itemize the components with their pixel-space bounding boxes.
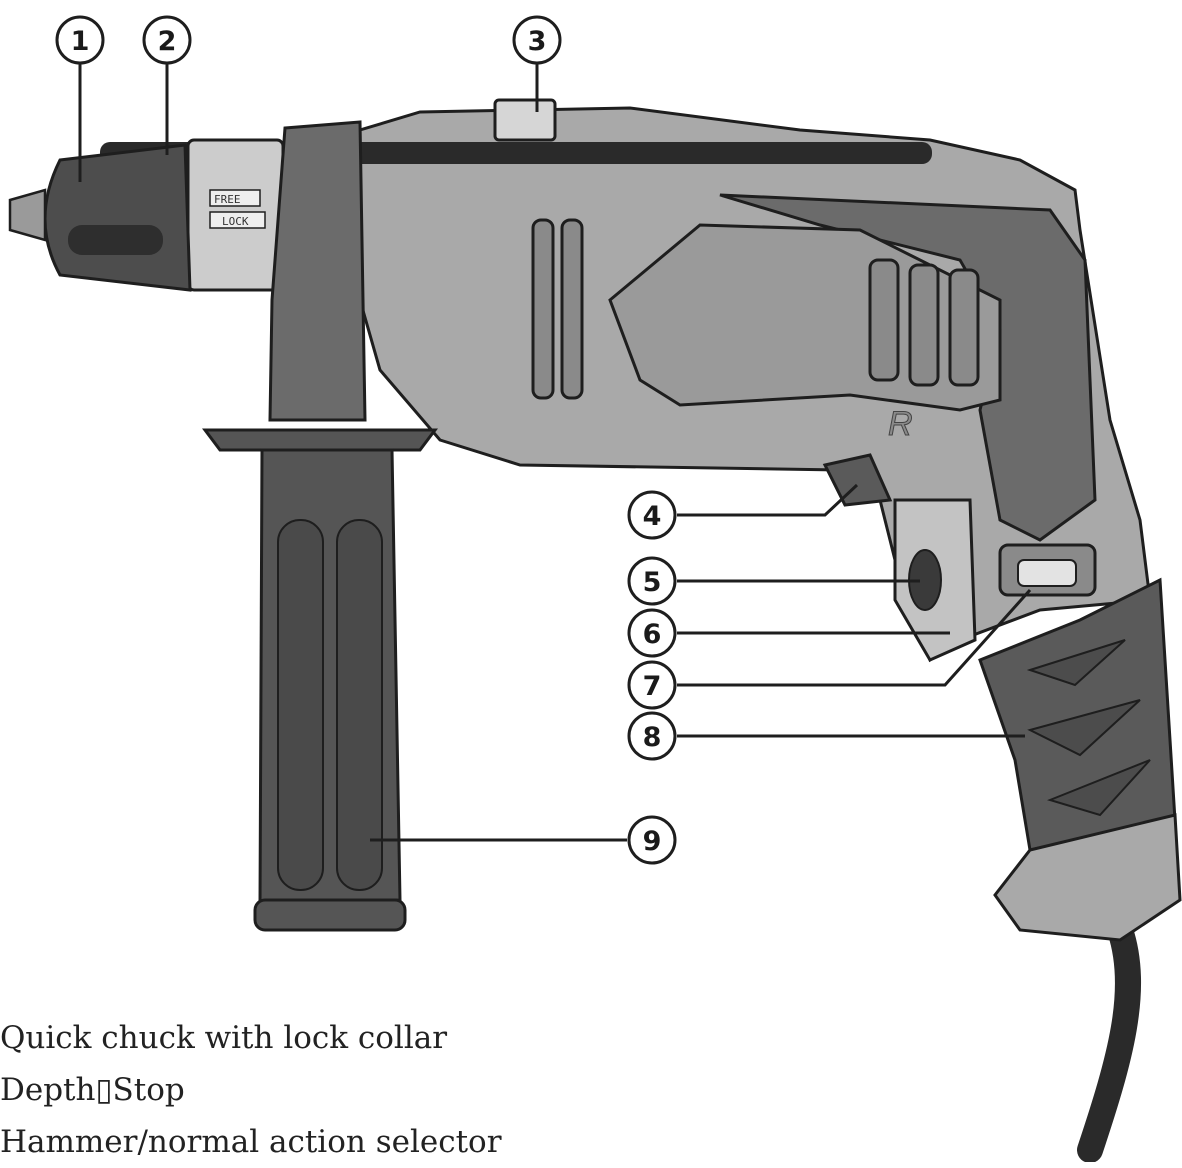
- aux-handle-flange: [205, 430, 435, 450]
- hammer-selector: [495, 100, 555, 140]
- vent-slot: [870, 260, 898, 380]
- callout-number: 5: [643, 567, 662, 598]
- chuck-grip-slot: [68, 225, 163, 255]
- vent-slot: [950, 270, 978, 385]
- callout-number: 3: [528, 26, 547, 57]
- leader-line: [677, 485, 857, 515]
- aux-handle-groove: [337, 520, 382, 890]
- direction-mark: R: [888, 405, 913, 443]
- legend-item: Depth▯Stop: [0, 1064, 502, 1116]
- vent-slot: [533, 220, 553, 398]
- power-cord: [1090, 930, 1128, 1150]
- callout-number: 8: [643, 722, 662, 753]
- vent-slot: [562, 220, 582, 398]
- callout-number: 2: [158, 26, 177, 57]
- aux-handle-clamp: [270, 122, 365, 420]
- legend-item: Hammer/normal action selector: [0, 1116, 502, 1168]
- chuck-tip: [10, 190, 45, 240]
- callout-number: 4: [643, 501, 662, 532]
- legend-item: Quick chuck with lock collar: [0, 1012, 502, 1064]
- parts-legend: Quick chuck with lock collar Depth▯Stop …: [0, 1012, 502, 1168]
- aux-handle-end: [255, 900, 405, 930]
- quick-chuck: [45, 145, 190, 290]
- chuck-lock-label: LOCK: [222, 215, 249, 228]
- callout-number: 1: [71, 26, 90, 57]
- lock-button-key: [1018, 560, 1076, 586]
- callout-number: 7: [643, 671, 662, 702]
- aux-handle-groove: [278, 520, 323, 890]
- chuck-free-label: FREE: [214, 193, 241, 206]
- callout-number: 9: [643, 826, 662, 857]
- callout-number: 6: [643, 619, 662, 650]
- vent-slot: [910, 265, 938, 385]
